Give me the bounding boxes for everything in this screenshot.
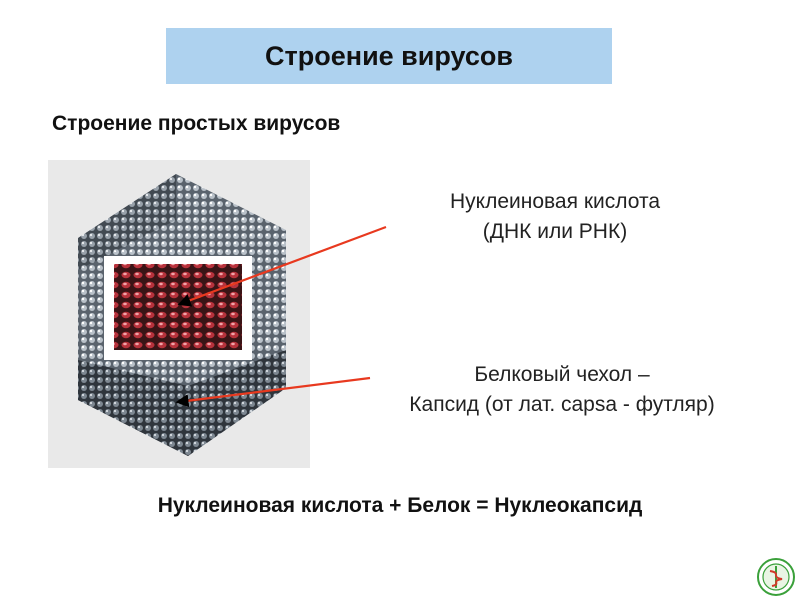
nucleic-acid-label: Нуклеиновая кислота (ДНК или РНК) — [395, 187, 715, 247]
capsid-label: Белковый чехол – Капсид (от лат. capsa -… — [352, 360, 772, 420]
capsid-left-face — [78, 174, 176, 270]
capsid-label-line2: Капсид (от лат. capsa - футляр) — [409, 393, 715, 416]
medical-logo-icon — [757, 558, 795, 596]
nucleic-acid-label-line2: (ДНК или РНК) — [482, 220, 628, 243]
capsid-arrow — [175, 376, 371, 408]
capsid-label-line1: Белковый чехол – — [474, 363, 650, 386]
nucleocapsid-formula: Нуклеиновая кислота + Белок = Нуклеокапс… — [157, 494, 643, 517]
nucleic-acid-label-line1: Нуклеиновая кислота — [449, 190, 661, 213]
nucleic-acid-arrow — [177, 225, 387, 307]
section-subtitle: Строение простых вирусов — [52, 112, 341, 135]
nucleic-acid-strands — [114, 264, 242, 350]
slide-title: Строение вирусов — [166, 28, 612, 84]
